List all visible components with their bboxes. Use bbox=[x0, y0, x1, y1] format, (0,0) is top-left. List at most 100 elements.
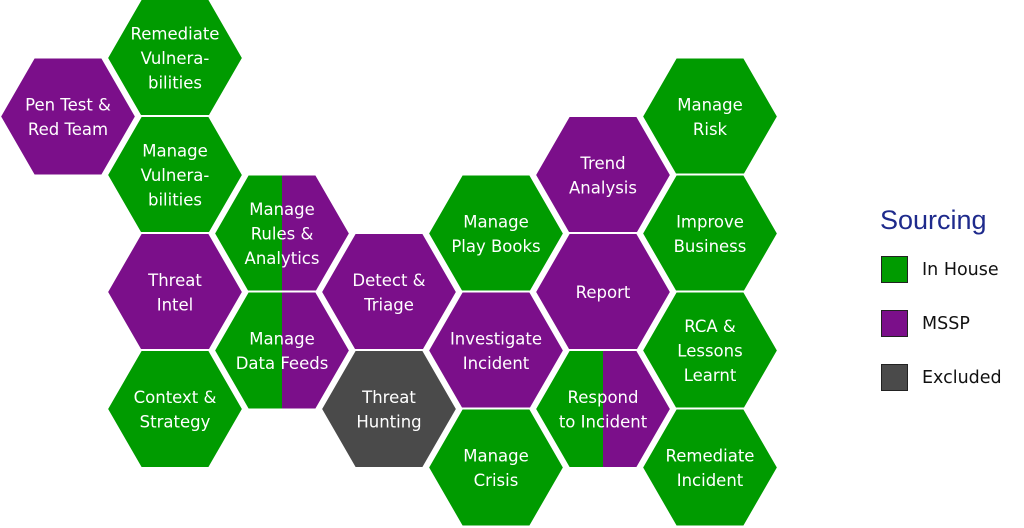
hex-shape bbox=[319, 349, 459, 469]
hex-respond-to-incident: Respond to Incident bbox=[533, 349, 673, 469]
hex-label-line: Manage bbox=[249, 329, 315, 348]
legend-swatch-excluded bbox=[881, 364, 908, 391]
hex-label-line: Manage bbox=[142, 142, 208, 161]
hex-label-line: Threat bbox=[147, 271, 202, 290]
hex-shape bbox=[426, 173, 566, 294]
hex-label-line: bilities bbox=[148, 191, 202, 210]
hex-label-line: Incident bbox=[463, 354, 530, 373]
hex-label-line: Learnt bbox=[684, 366, 737, 385]
hex-label-line: Intel bbox=[157, 295, 194, 314]
hex-label-line: Play Books bbox=[451, 237, 540, 256]
hex-label-line: Vulnera- bbox=[141, 49, 210, 68]
hex-label-line: Rules & bbox=[251, 225, 314, 244]
legend-label-in-house: In House bbox=[922, 259, 999, 280]
hex-label-line: bilities bbox=[148, 74, 202, 93]
hex-shape bbox=[426, 290, 566, 411]
hex-shape bbox=[105, 349, 245, 469]
legend-item-excluded: Excluded bbox=[872, 362, 1022, 393]
hex-label: Respond to Incident bbox=[559, 388, 648, 432]
hex-label: Report bbox=[576, 283, 631, 302]
hex-detect-triage: Detect & Triage bbox=[319, 232, 459, 352]
legend-label-excluded: Excluded bbox=[922, 367, 1002, 388]
hex-label-line: Respond bbox=[568, 388, 639, 407]
hex-label-line: Risk bbox=[693, 120, 728, 139]
hex-label-line: Trend bbox=[579, 154, 625, 173]
hex-label-line: Vulnera- bbox=[141, 166, 210, 185]
hex-shape bbox=[0, 56, 138, 177]
legend-title: Sourcing bbox=[880, 205, 987, 235]
hex-label: Context & Strategy bbox=[134, 388, 217, 432]
hex-label-line: Manage bbox=[677, 95, 743, 114]
hex-context-strategy: Context & Strategy bbox=[105, 349, 245, 469]
hex-label-line: Analysis bbox=[569, 178, 637, 197]
hex-label-line: Business bbox=[674, 237, 747, 256]
hex-label-line: Report bbox=[576, 283, 631, 302]
hex-shape bbox=[640, 173, 780, 294]
legend-swatch-mssp bbox=[881, 310, 908, 337]
hex-label: Pen Test & Red Team bbox=[25, 95, 111, 139]
hex-shape bbox=[640, 407, 780, 528]
hex-label-line: Remediate bbox=[131, 25, 220, 44]
hex-shape bbox=[319, 232, 459, 352]
hex-label-line: Improve bbox=[676, 212, 744, 231]
hex-label-line: Manage bbox=[463, 446, 529, 465]
hex-pen-test-red-team: Pen Test & Red Team bbox=[0, 56, 138, 177]
hex-shape bbox=[640, 56, 780, 177]
hex-label-line: Investigate bbox=[450, 329, 542, 348]
hex-report: Report bbox=[533, 232, 673, 352]
hex-label-line: Detect & bbox=[352, 271, 425, 290]
hex-shape bbox=[105, 232, 245, 352]
hex-label-line: Context & bbox=[134, 388, 217, 407]
hex-label-line: Manage bbox=[463, 212, 529, 231]
hex-label-line: Remediate bbox=[666, 446, 755, 465]
hex-label-line: Red Team bbox=[28, 120, 108, 139]
hex-shape bbox=[212, 290, 352, 411]
hex-label-line: Manage bbox=[249, 200, 315, 219]
legend-swatch-in-house bbox=[881, 256, 908, 283]
hex-label-line: RCA & bbox=[684, 317, 736, 336]
legend-item-mssp: MSSP bbox=[872, 308, 1022, 339]
hex-label-line: Crisis bbox=[474, 471, 519, 490]
hex-label-line: to Incident bbox=[559, 412, 648, 431]
legend-label-mssp: MSSP bbox=[922, 313, 970, 334]
hex-label: Detect & Triage bbox=[352, 271, 425, 315]
hex-label-line: Lessons bbox=[677, 342, 742, 361]
hex-label-line: Data Feeds bbox=[236, 354, 329, 373]
hex-label-line: Triage bbox=[363, 295, 414, 314]
hex-label-line: Strategy bbox=[140, 412, 211, 431]
hex-shape bbox=[533, 349, 673, 469]
hex-shape bbox=[533, 115, 673, 235]
hex-label-line: Incident bbox=[677, 471, 744, 490]
hex-label-line: Hunting bbox=[356, 412, 421, 431]
hex-label-line: Threat bbox=[361, 388, 416, 407]
hex-label-line: Pen Test & bbox=[25, 95, 111, 114]
